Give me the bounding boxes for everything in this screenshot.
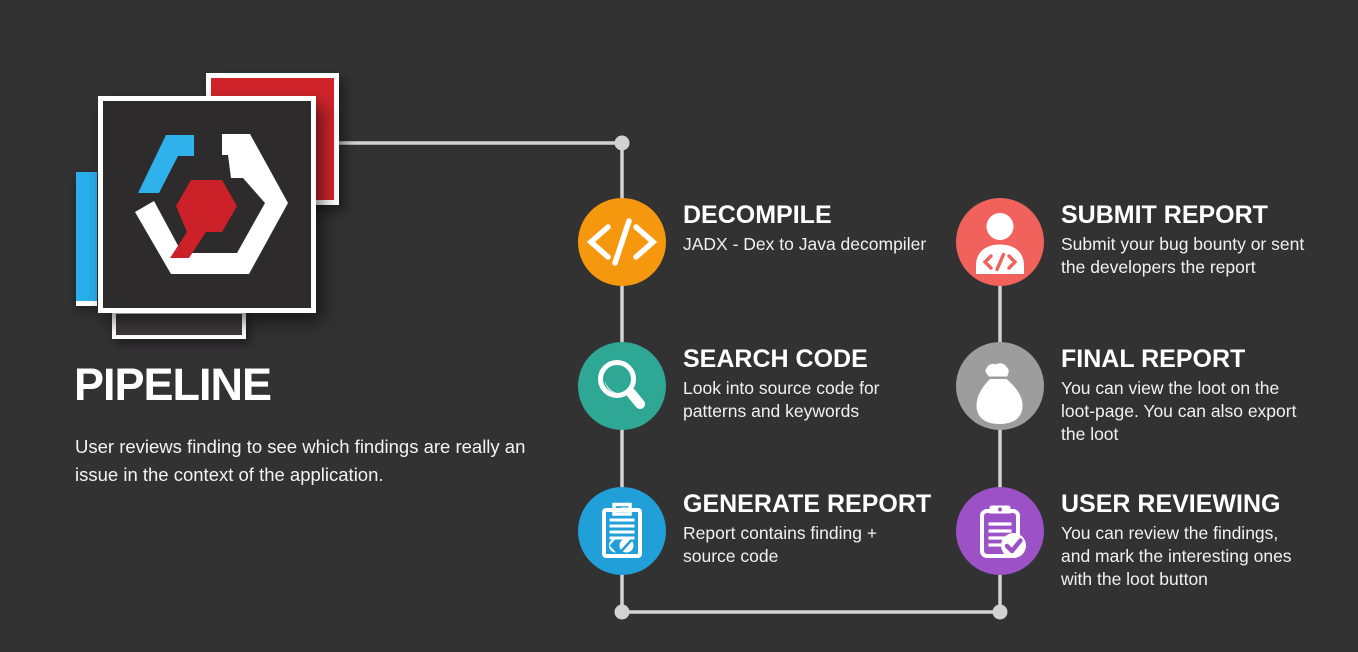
step-title: USER REVIEWING <box>1061 490 1281 518</box>
logo-bottom-card <box>112 310 246 339</box>
step-submit-report: SUBMIT REPORT Submit your bug bounty or … <box>956 198 1304 286</box>
step-description: Submit your bug bounty or sent the devel… <box>1061 234 1305 277</box>
magnifier-icon <box>598 360 645 409</box>
step-description: JADX - Dex to Java decompiler <box>683 234 927 254</box>
logo-main-card <box>98 96 316 313</box>
step-generate-report: GENERATE REPORT Report contains finding … <box>578 487 931 575</box>
step-description: You can review the findings, and mark th… <box>1061 523 1292 589</box>
page-title: PIPELINE <box>74 359 272 410</box>
step-description: Report contains finding + source code <box>683 523 878 566</box>
page-description: User reviews finding to see which findin… <box>75 436 526 485</box>
step-title: FINAL REPORT <box>1061 345 1246 373</box>
step-search-code: SEARCH CODE Look into source code for pa… <box>578 342 880 430</box>
user-reviewing-circle <box>956 487 1044 575</box>
clipboard-check-icon <box>980 505 1026 558</box>
step-title: DECOMPILE <box>683 201 832 229</box>
step-description: You can view the loot on the loot-page. … <box>1061 378 1297 444</box>
step-title: GENERATE REPORT <box>683 490 932 518</box>
code-icon <box>586 218 658 266</box>
connector-joint-dot <box>614 604 630 620</box>
developer-person-icon <box>976 213 1024 274</box>
step-final-report: FINAL REPORT You can view the loot on th… <box>956 342 1296 446</box>
hexagon-logo-icon <box>135 134 288 274</box>
step-title: SUBMIT REPORT <box>1061 201 1268 229</box>
final-report-circle <box>956 342 1044 430</box>
decompile-circle <box>578 198 666 286</box>
step-decompile: DECOMPILE JADX - Dex to Java decompiler <box>578 198 926 286</box>
step-title: SEARCH CODE <box>683 345 868 373</box>
logo-cyan-card <box>76 172 97 306</box>
step-user-reviewing: USER REVIEWING You can review the findin… <box>956 487 1292 591</box>
search-code-circle <box>578 342 666 430</box>
connector-joint-dot <box>992 604 1008 620</box>
connector-joint-dot <box>614 135 630 151</box>
generate-report-circle <box>578 487 666 575</box>
step-description: Look into source code for patterns and k… <box>683 378 880 421</box>
loot-bag-icon <box>976 363 1023 424</box>
submit-report-circle <box>956 198 1044 286</box>
report-document-icon <box>602 502 642 558</box>
